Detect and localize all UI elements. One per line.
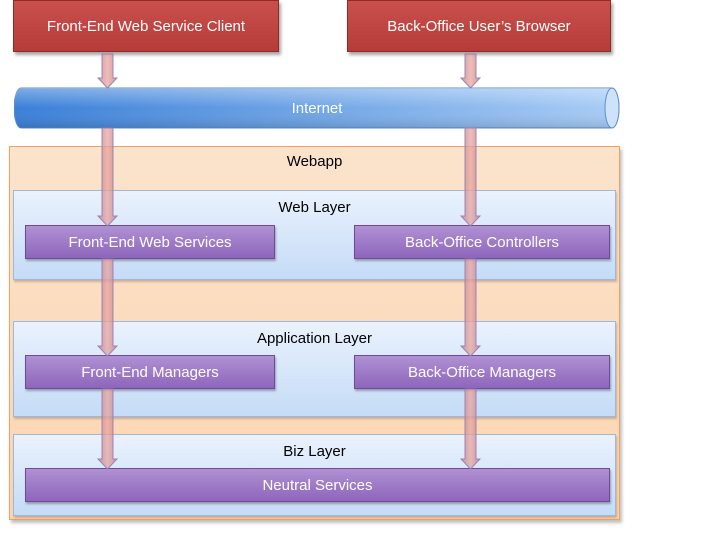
back-office-browser-box: Back-Office User’s Browser: [347, 0, 611, 52]
front-end-web-services-label: Front-End Web Services: [68, 233, 232, 251]
back-office-managers-label: Back-Office Managers: [407, 363, 557, 381]
neutral-services-box: Neutral Services: [25, 468, 610, 502]
arrow-bo-browser-to-internet: [459, 53, 482, 89]
internet-pipe: [14, 87, 620, 129]
front-end-managers-label: Front-End Managers: [81, 363, 219, 381]
back-office-managers-box: Back-Office Managers: [354, 355, 610, 389]
front-end-web-service-client-box: Front-End Web Service Client: [13, 0, 279, 52]
front-end-web-services-box: Front-End Web Services: [25, 225, 275, 259]
arrow-fe-client-to-internet: [96, 53, 119, 89]
front-end-managers-box: Front-End Managers: [25, 355, 275, 389]
front-end-client-label: Front-End Web Service Client: [46, 17, 246, 35]
back-office-controllers-label: Back-Office Controllers: [405, 233, 559, 251]
biz-layer-title: Biz Layer: [283, 443, 346, 460]
back-office-client-label: Back-Office User’s Browser: [387, 17, 571, 35]
application-layer-title: Application Layer: [256, 330, 373, 347]
back-office-controllers-box: Back-Office Controllers: [354, 225, 610, 259]
internet-label-box: Internet: [14, 87, 620, 129]
neutral-services-label: Neutral Services: [262, 476, 373, 494]
webapp-title: Webapp: [286, 153, 343, 170]
internet-label: Internet: [291, 99, 343, 117]
web-layer-title: Web Layer: [278, 199, 351, 216]
